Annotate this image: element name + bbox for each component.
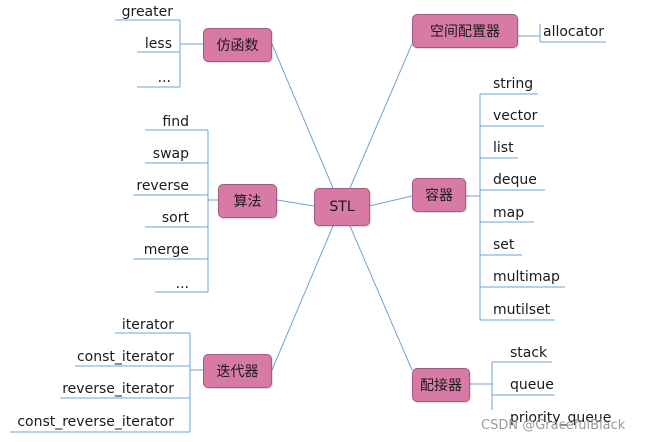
container-item: multimap xyxy=(493,269,560,285)
container-item: list xyxy=(493,140,514,156)
connector-stl-adapters xyxy=(349,225,413,371)
allocator-item: allocator xyxy=(543,24,605,40)
container-item: deque xyxy=(493,172,537,188)
connector-stl-containers xyxy=(368,195,413,207)
container-item: vector xyxy=(493,108,538,124)
stl-center-node: STL xyxy=(314,188,370,226)
connector-stl-iterators xyxy=(271,225,334,371)
algorithm-item: merge xyxy=(143,242,189,258)
connector-stl-functors xyxy=(271,43,334,189)
adapter-item: stack xyxy=(510,345,548,361)
functor-item: greater xyxy=(121,4,173,20)
iterator-item: iterator xyxy=(121,317,174,333)
allocator-node: 空间配置器 xyxy=(412,14,518,48)
connector-stl-algorithms xyxy=(276,199,315,207)
watermark: CSDN @GracefulBlack xyxy=(481,418,626,433)
functors-node: 仿函数 xyxy=(203,28,272,62)
containers-node: 容器 xyxy=(412,178,466,212)
algorithm-item: swap xyxy=(152,146,189,162)
algorithms-node: 算法 xyxy=(218,184,277,218)
algorithm-item: ... xyxy=(175,276,189,292)
functor-item: ... xyxy=(157,70,171,86)
adapter-item: queue xyxy=(510,377,554,393)
algorithm-item: reverse xyxy=(136,178,189,194)
adapter-item: priority_queue xyxy=(510,410,612,426)
iterator-item: reverse_iterator xyxy=(62,381,174,397)
container-item: mutilset xyxy=(493,302,551,318)
connector-stl-allocator xyxy=(349,43,413,189)
algorithm-item: find xyxy=(162,114,189,130)
algorithm-item: sort xyxy=(161,210,189,226)
functor-item: less xyxy=(144,36,172,52)
container-item: map xyxy=(493,205,525,221)
container-item: set xyxy=(493,237,515,253)
iterator-item: const_reverse_iterator xyxy=(17,414,174,430)
iterator-item: const_iterator xyxy=(76,349,174,365)
adapters-node: 配接器 xyxy=(412,368,470,402)
container-item: string xyxy=(493,76,534,92)
iterators-node: 迭代器 xyxy=(203,354,272,388)
